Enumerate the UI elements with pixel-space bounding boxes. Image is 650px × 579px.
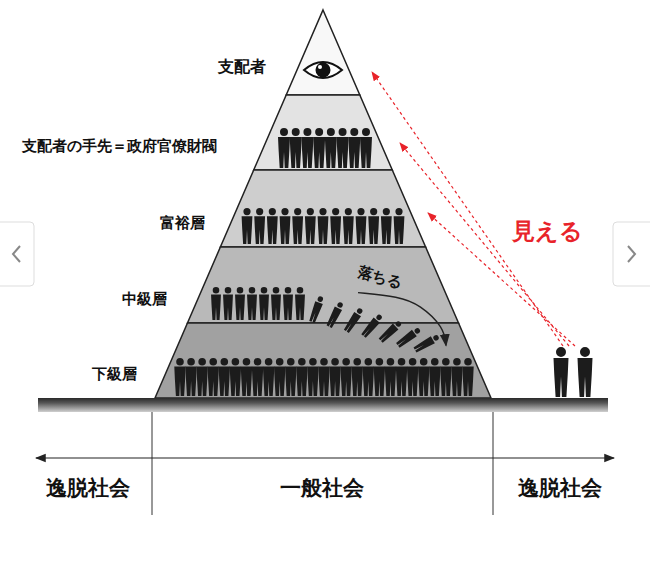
span-arrow bbox=[36, 457, 614, 458]
band-label: 支配者 bbox=[218, 58, 266, 76]
band-shape bbox=[0, 323, 500, 398]
nav-button bbox=[0, 222, 34, 286]
divider-line bbox=[493, 412, 494, 515]
region-label: 一般社会 bbox=[280, 476, 364, 500]
band-shape bbox=[0, 247, 500, 323]
callout-label: 見える bbox=[512, 219, 583, 245]
band-outline bbox=[220, 170, 425, 247]
band-label: 下級層 bbox=[92, 366, 137, 383]
band-outline bbox=[187, 247, 458, 323]
ground-bar bbox=[38, 398, 608, 412]
band-label: 支配者の手先＝政府官僚財閥 bbox=[22, 138, 217, 155]
edge-label: 落ちる bbox=[356, 263, 404, 292]
band-outline bbox=[155, 323, 491, 398]
pyramid-band: 下級層 bbox=[0, 323, 500, 398]
band-label: 富裕層 bbox=[160, 215, 205, 232]
band-shape bbox=[0, 170, 500, 247]
divider-line bbox=[152, 412, 153, 515]
pyramid-band: 富裕層 bbox=[0, 170, 500, 247]
nav-chevron bbox=[13, 246, 20, 262]
person-silhouette bbox=[578, 347, 593, 397]
pyramid-band: 中級層 bbox=[0, 247, 500, 323]
pyramid-band: 支配者 bbox=[0, 10, 500, 95]
band-outline bbox=[254, 95, 393, 170]
band-shape bbox=[0, 95, 500, 170]
band-label: 中級層 bbox=[122, 291, 167, 308]
pyramid-band: 支配者の手先＝政府官僚財閥 bbox=[0, 95, 500, 170]
region-label: 逸脱社会 bbox=[46, 476, 130, 500]
band-outline bbox=[286, 10, 360, 95]
person-silhouette bbox=[554, 347, 569, 397]
nav-chevron bbox=[628, 246, 635, 262]
region-label: 逸脱社会 bbox=[518, 476, 602, 500]
nav-button bbox=[613, 222, 650, 286]
band-shape bbox=[0, 10, 500, 95]
